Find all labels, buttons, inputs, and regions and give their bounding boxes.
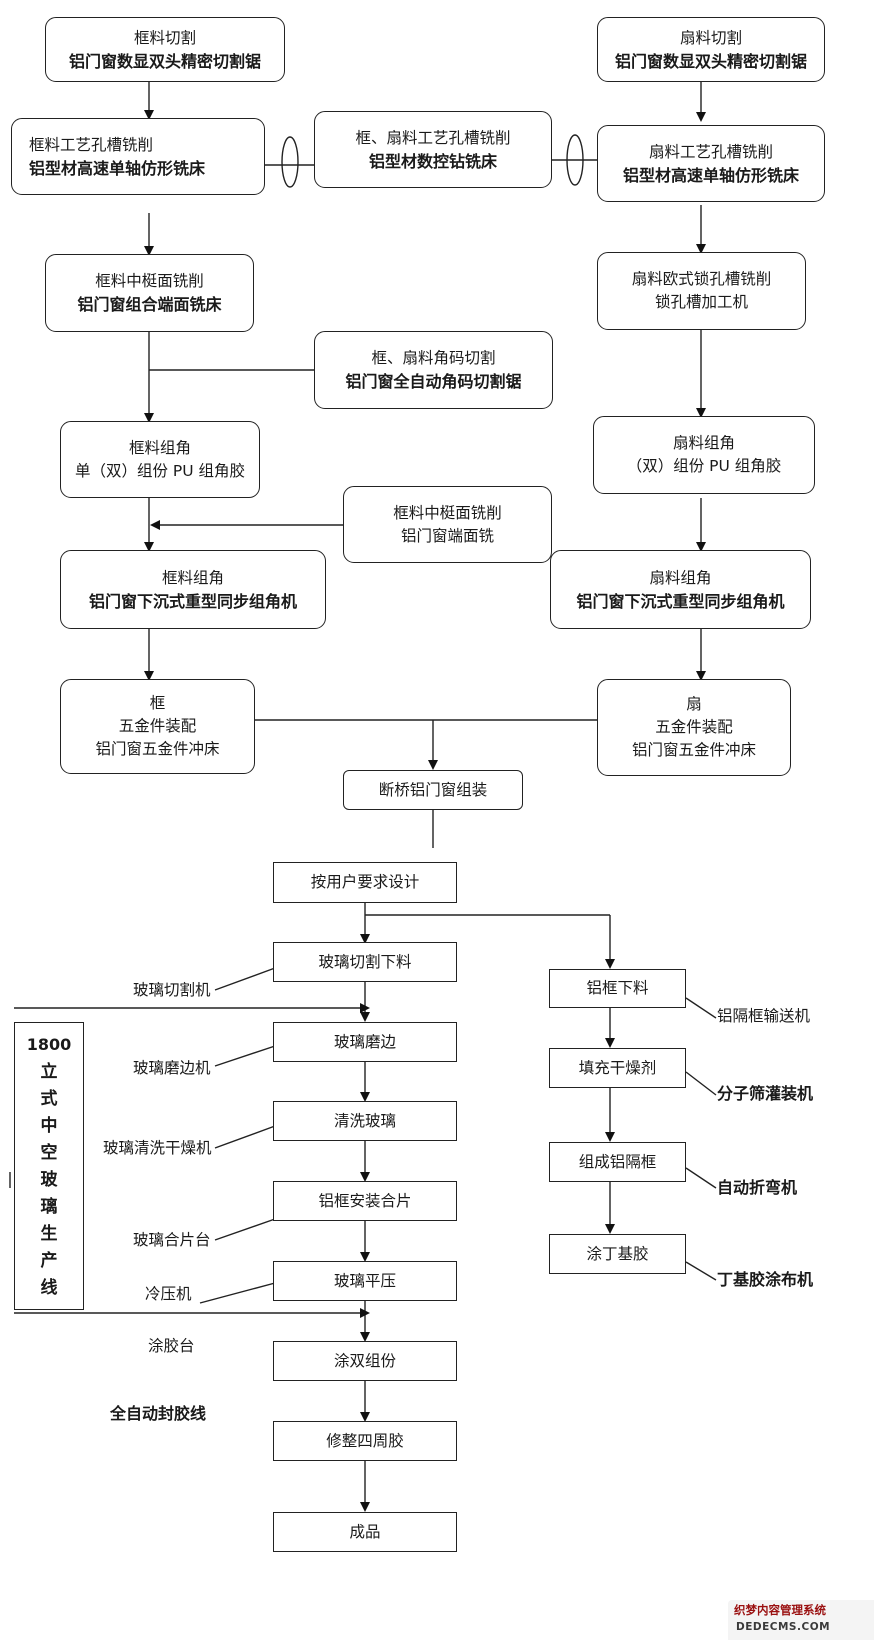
- sash-milling-machine: 铝型材高速单轴仿形铣床: [622, 165, 799, 185]
- spacer-cutting-label: 铝框下料: [586, 979, 649, 997]
- glass-edging-step: 玻璃磨边: [273, 1022, 457, 1062]
- frame-cutting-machine: 铝门窗数显双头精密切割锯: [68, 51, 261, 71]
- assembly-step: 断桥铝门窗组装: [343, 770, 523, 810]
- frame-corner-glue-material: 单（双）组份 PU 组角胶: [74, 461, 246, 480]
- butyl-coating-step: 涂丁基胶: [549, 1234, 686, 1274]
- frame-assembly-label: 铝框安装合片: [318, 1191, 412, 1210]
- frame-hardware-machine: 铝门窗五金件冲床: [95, 740, 220, 758]
- shared-drilling-step: 框、扇料工艺孔槽铣削 铝型材数控钻铣床: [314, 111, 552, 188]
- assembly-label: 断桥铝门窗组装: [378, 780, 488, 799]
- spacer-bending-step: 组成铝隔框: [549, 1142, 686, 1182]
- watermark-domain: DEDECMS.COM: [736, 1621, 831, 1633]
- sash-crimping-title: 扇料组角: [649, 568, 712, 587]
- edge-trimming-step: 修整四周胶: [273, 1421, 457, 1461]
- frame-corner-glue-step: 框料组角 单（双）组份 PU 组角胶: [60, 421, 260, 498]
- molecular-sieve-filler-label: 分子筛灌装机: [717, 1084, 814, 1103]
- shared-drilling-machine: 铝型材数控钻铣床: [368, 151, 497, 171]
- production-line-number: 1800: [26, 1035, 72, 1054]
- sash-cutting-machine: 铝门窗数显双头精密切割锯: [614, 51, 807, 71]
- frame-milling-machine: 铝型材高速单轴仿形铣床: [29, 158, 206, 178]
- sealant-coating-step: 涂双组份: [273, 1341, 457, 1381]
- sash-hardware-machine: 铝门窗五金件冲床: [631, 741, 756, 759]
- sealant-coating-label: 涂双组份: [333, 1351, 396, 1370]
- frame-corner-glue-title: 框料组角: [128, 438, 191, 457]
- frame-crimping-title: 框料组角: [161, 568, 224, 587]
- coating-table-label: 涂胶台: [148, 1337, 195, 1355]
- frame-assembly-step: 铝框安装合片: [273, 1181, 457, 1221]
- production-line-name: 立式中空玻璃生产线: [40, 1062, 58, 1298]
- spacer-cutting-step: 铝框下料: [549, 969, 686, 1008]
- production-line-label: 1800 立式中空玻璃生产线: [14, 1022, 84, 1310]
- sash-lock-machine: 锁孔槽加工机: [654, 293, 748, 311]
- mullion-end-milling-title: 框料中梃面铣削: [393, 503, 502, 522]
- sash-hardware-step: 扇 五金件装配 铝门窗五金件冲床: [597, 679, 791, 776]
- sash-lock-step: 扇料欧式锁孔槽铣削 锁孔槽加工机: [597, 252, 806, 330]
- watermark: 织梦内容管理系统 DEDECMS.COM: [728, 1600, 874, 1640]
- corner-cutting-step: 框、扇料角码切割 铝门窗全自动角码切割锯: [314, 331, 553, 409]
- mullion-end-milling-machine: 铝门窗端面铣: [400, 526, 494, 545]
- cold-press-label: 冷压机: [145, 1285, 192, 1303]
- design-step: 按用户要求设计: [273, 862, 457, 903]
- spacer-conveyor-label: 铝隔框输送机: [717, 1007, 811, 1025]
- edge-trimming-label: 修整四周胶: [326, 1431, 404, 1450]
- finished-product-label: 成品: [349, 1522, 381, 1541]
- frame-milling-step: 框料工艺孔槽铣削 铝型材高速单轴仿形铣床: [11, 118, 265, 195]
- glass-edging-label: 玻璃磨边: [333, 1032, 396, 1051]
- sash-cutting-title: 扇料切割: [679, 28, 742, 47]
- sash-corner-glue-step: 扇料组角 （双）组份 PU 组角胶: [593, 416, 815, 494]
- sash-hardware-title: 扇: [686, 695, 702, 713]
- glass-pressing-step: 玻璃平压: [273, 1261, 457, 1301]
- auto-sealing-line-label: 全自动封胶线: [110, 1404, 207, 1423]
- sash-crimping-machine: 铝门窗下沉式重型同步组角机: [576, 591, 785, 611]
- butyl-coater-label: 丁基胶涂布机: [717, 1270, 814, 1289]
- frame-crimping-machine: 铝门窗下沉式重型同步组角机: [88, 591, 297, 611]
- auto-bender-label: 自动折弯机: [717, 1178, 798, 1197]
- shared-drilling-title: 框、扇料工艺孔槽铣削: [355, 128, 511, 147]
- design-label: 按用户要求设计: [310, 873, 420, 891]
- glass-washer-label: 玻璃清洗干燥机: [103, 1139, 212, 1157]
- frame-mullion-title: 框料中梃面铣削: [95, 272, 204, 290]
- glass-cutting-step: 玻璃切割下料: [273, 942, 457, 982]
- glass-assembly-table-label: 玻璃合片台: [133, 1231, 211, 1249]
- corner-cutting-machine: 铝门窗全自动角码切割锯: [345, 372, 522, 391]
- glass-edger-label: 玻璃磨边机: [133, 1059, 211, 1077]
- frame-milling-title: 框料工艺孔槽铣削: [29, 135, 154, 154]
- frame-hardware-title: 框: [149, 694, 166, 712]
- spacer-bending-label: 组成铝隔框: [578, 1152, 657, 1171]
- glass-cutter-label: 玻璃切割机: [133, 981, 211, 999]
- butyl-coating-label: 涂丁基胶: [586, 1244, 649, 1263]
- glass-pressing-label: 玻璃平压: [333, 1271, 396, 1290]
- frame-cutting-step: 框料切割 铝门窗数显双头精密切割锯: [45, 17, 285, 82]
- watermark-title: 织梦内容管理系统: [734, 1603, 826, 1617]
- glass-washing-step: 清洗玻璃: [273, 1101, 457, 1141]
- sash-corner-glue-material: （双）组份 PU 组角胶: [626, 457, 782, 475]
- frame-mullion-machine: 铝门窗组合端面铣床: [77, 295, 222, 314]
- frame-hardware-task: 五金件装配: [118, 717, 197, 735]
- sash-milling-title: 扇料工艺孔槽铣削: [648, 142, 773, 161]
- sash-lock-title: 扇料欧式锁孔槽铣削: [631, 270, 772, 288]
- finished-product-step: 成品: [273, 1512, 457, 1552]
- desiccant-filling-step: 填充干燥剂: [549, 1048, 686, 1088]
- mullion-end-milling-step: 框料中梃面铣削 铝门窗端面铣: [343, 486, 552, 563]
- sash-crimping-step: 扇料组角 铝门窗下沉式重型同步组角机: [550, 550, 811, 629]
- glass-washing-label: 清洗玻璃: [333, 1111, 396, 1130]
- frame-mullion-step: 框料中梃面铣削 铝门窗组合端面铣床: [45, 254, 254, 332]
- sash-cutting-step: 扇料切割 铝门窗数显双头精密切割锯: [597, 17, 825, 82]
- sash-hardware-task: 五金件装配: [655, 718, 733, 736]
- sash-milling-step: 扇料工艺孔槽铣削 铝型材高速单轴仿形铣床: [597, 125, 825, 202]
- frame-hardware-step: 框 五金件装配 铝门窗五金件冲床: [60, 679, 255, 774]
- frame-crimping-step: 框料组角 铝门窗下沉式重型同步组角机: [60, 550, 326, 629]
- frame-cutting-title: 框料切割: [133, 28, 196, 47]
- desiccant-filling-label: 填充干燥剂: [578, 1058, 657, 1077]
- sash-corner-glue-title: 扇料组角: [672, 434, 735, 452]
- glass-cutting-label: 玻璃切割下料: [318, 952, 412, 971]
- corner-cutting-title: 框、扇料角码切割: [371, 349, 496, 367]
